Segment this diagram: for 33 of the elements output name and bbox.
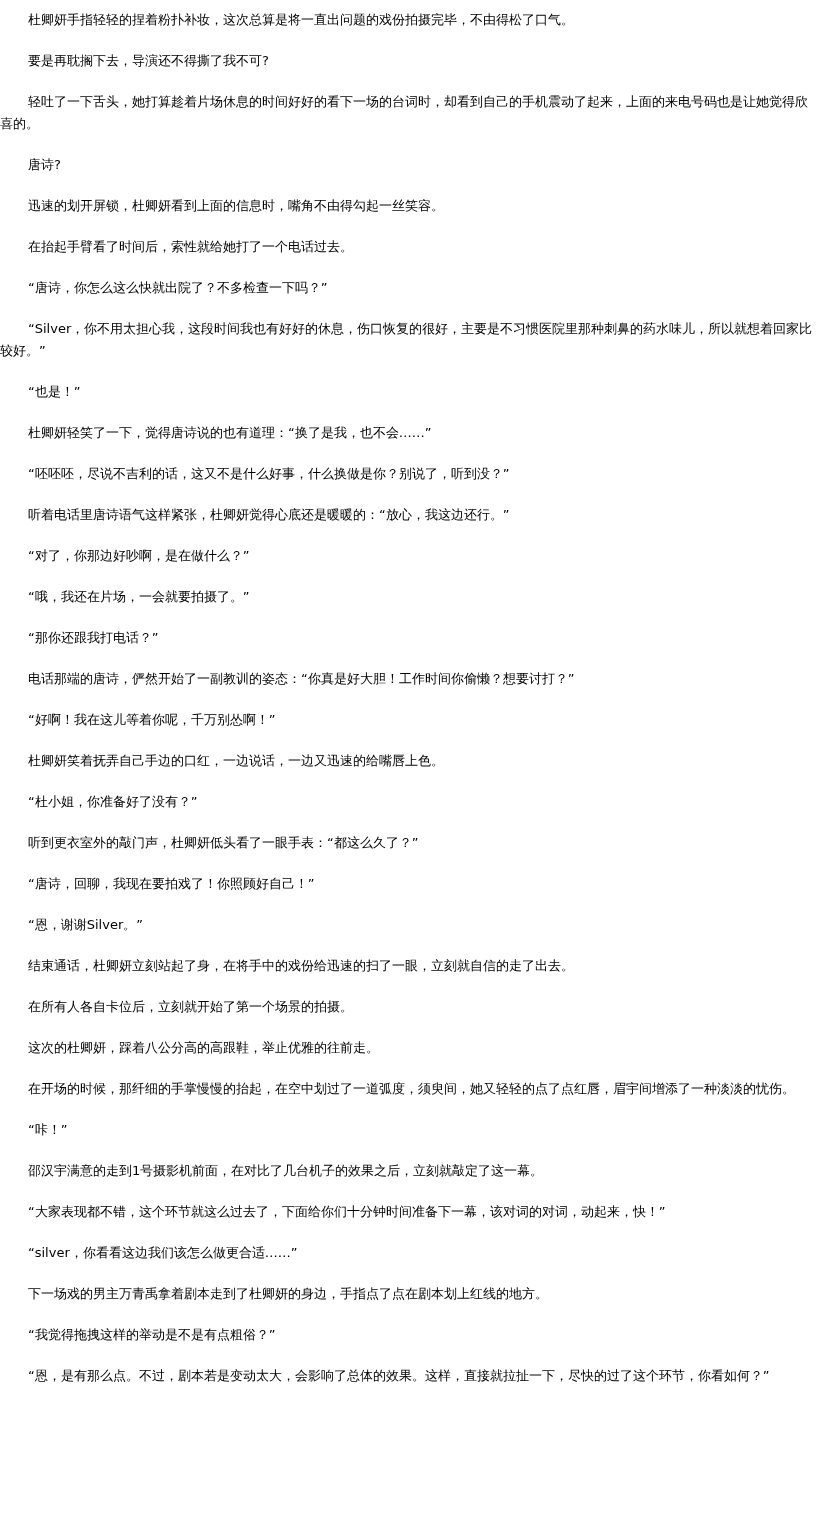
paragraph: “Silver，你不用太担心我，这段时间我也有好好的休息，伤口恢复的很好，主要是不习惯医院里那种刺鼻的药水味儿，所以就想着回家比较好。” — [0, 320, 814, 360]
paragraph: 轻吐了一下舌头，她打算趁着片场休息的时间好好的看下一场的台词时，却看到自己的手机震动了起来，上面的来电号码也是让她觉得欣喜的。 — [0, 93, 809, 133]
paragraph: “咔！” — [27, 1121, 69, 1139]
paragraph: 这次的杜卿妍，踩着八公分高的高跟鞋，举止优雅的往前走。 — [27, 1039, 380, 1057]
paragraph: 唐诗? — [27, 156, 62, 174]
paragraph: 要是再耽搁下去，导演还不得撕了我不可? — [27, 52, 270, 70]
paragraph: “呸呸呸，尽说不吉利的话，这又不是什么好事，什么换做是你？别说了，听到没？” — [27, 465, 511, 483]
paragraph: “唐诗，你怎么这么快就出院了？不多检查一下吗？” — [27, 279, 329, 297]
paragraph: “杜小姐，你准备好了没有？” — [27, 793, 199, 811]
paragraph: 邵汉宇满意的走到1号摄影机前面，在对比了几台机子的效果之后，立刻就敲定了这一幕。 — [27, 1162, 545, 1180]
paragraph: 听到更衣室外的敲门声，杜卿妍低头看了一眼手表：“都这么久了？” — [27, 834, 420, 852]
paragraph: “恩，是有那么点。不过，剧本若是变动太大，会影响了总体的效果。这样，直接就拉扯一下，尽快的过了这个环节，你看如何？” — [27, 1367, 771, 1385]
paragraph: 在开场的时候，那纤细的手掌慢慢的抬起，在空中划过了一道弧度，须臾间，她又轻轻的点了点红唇，眉宇间增添了一种淡淡的忧伤。 — [27, 1080, 796, 1098]
paragraph: “哦，我还在片场，一会就要拍摄了。” — [27, 588, 251, 606]
paragraph: 结束通话，杜卿妍立刻站起了身，在将手中的戏份给迅速的扫了一眼，立刻就自信的走了出去。 — [27, 957, 575, 975]
paragraph: “我觉得拖拽这样的举动是不是有点粗俗？” — [27, 1326, 277, 1344]
paragraph: “大家表现都不错，这个环节就这么过去了，下面给你们十分钟时间准备下一幕，该对词的对词，动起来，快！” — [27, 1203, 667, 1221]
paragraph: 听着电话里唐诗语气这样紧张，杜卿妍觉得心底还是暖暖的：“放心，我这边还行。” — [27, 506, 511, 524]
paragraph: 下一场戏的男主万青禹拿着剧本走到了杜卿妍的身边，手指点了点在剧本划上红线的地方。 — [27, 1285, 549, 1303]
paragraph: “唐诗，回聊，我现在要拍戏了！你照顾好自己！” — [27, 875, 316, 893]
paragraph: 杜卿妍笑着抚弄自己手边的口红，一边说话，一边又迅速的给嘴唇上色。 — [27, 752, 445, 770]
paragraph: 在抬起手臂看了时间后，索性就给她打了一个电话过去。 — [27, 238, 354, 256]
paragraph: 杜卿妍手指轻轻的捏着粉扑补妆，这次总算是将一直出问题的戏份拍摄完毕，不由得松了口气。 — [27, 11, 575, 29]
paragraph: “也是！” — [27, 383, 82, 401]
paragraph: “好啊！我在这儿等着你呢，千万别怂啊！” — [27, 711, 277, 729]
paragraph: 电话那端的唐诗，俨然开始了一副教训的姿态：“你真是好大胆！工作时间你偷懒？想要讨打？” — [27, 670, 576, 688]
paragraph: 杜卿妍轻笑了一下，觉得唐诗说的也有道理：“换了是我，也不会……” — [27, 424, 433, 442]
paragraph: “恩，谢谢Silver。” — [27, 916, 144, 934]
paragraph: 在所有人各自卡位后，立刻就开始了第一个场景的拍摄。 — [27, 998, 354, 1016]
paragraph: “那你还跟我打电话？” — [27, 629, 160, 647]
paragraph: “silver，你看看这边我们该怎么做更合适……” — [27, 1244, 299, 1262]
paragraph: 迅速的划开屏锁，杜卿妍看到上面的信息时，嘴角不由得勾起一丝笑容。 — [27, 197, 445, 215]
paragraph: “对了，你那边好吵啊，是在做什么？” — [27, 547, 251, 565]
